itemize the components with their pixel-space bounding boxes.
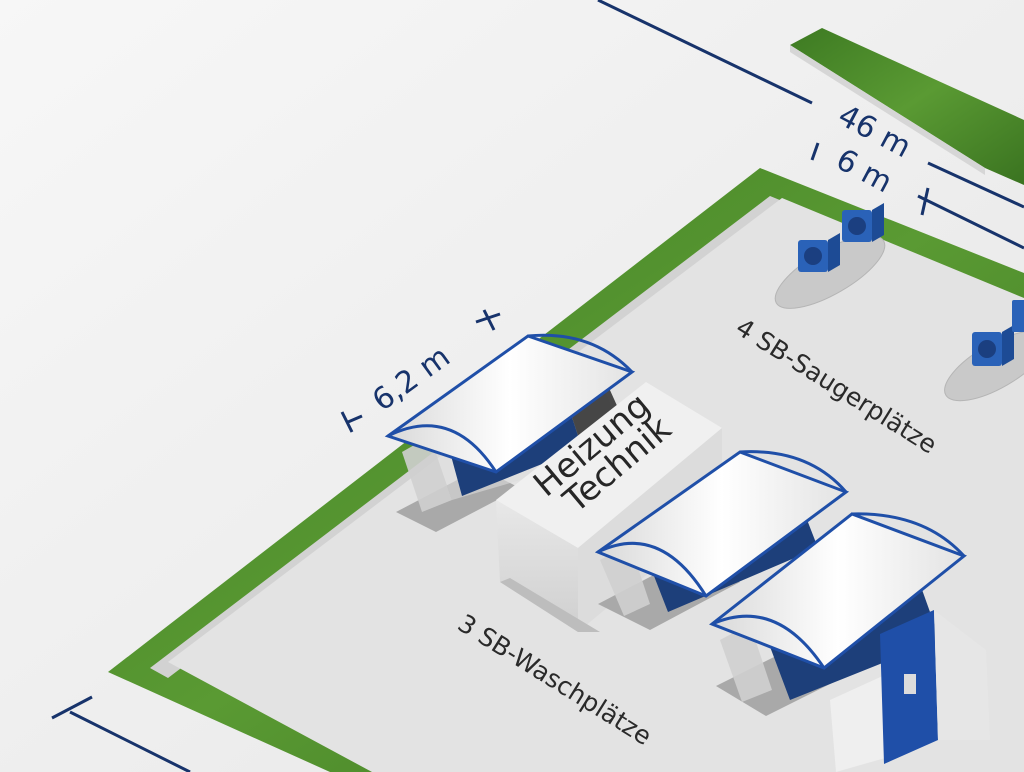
dimension-line-bottom: [51, 695, 191, 772]
vacuum-pad: [944, 300, 1024, 402]
vacuum-pad: [774, 203, 886, 309]
wash-bay-2: [594, 450, 850, 630]
vacuum-area: [774, 203, 1024, 402]
vacuum-unit: [1012, 300, 1024, 332]
vacuum-unit: [972, 325, 1014, 366]
curb-top: [790, 45, 985, 175]
control-cabinet: [880, 610, 938, 764]
dimension-line-bay: [340, 309, 501, 433]
lawn-strip-top: [790, 28, 1024, 185]
vacuum-unit: [798, 233, 840, 272]
dimension-lines-top: [597, 0, 1024, 250]
vacuum-unit: [842, 203, 884, 242]
wash-bay-3: [709, 512, 990, 772]
